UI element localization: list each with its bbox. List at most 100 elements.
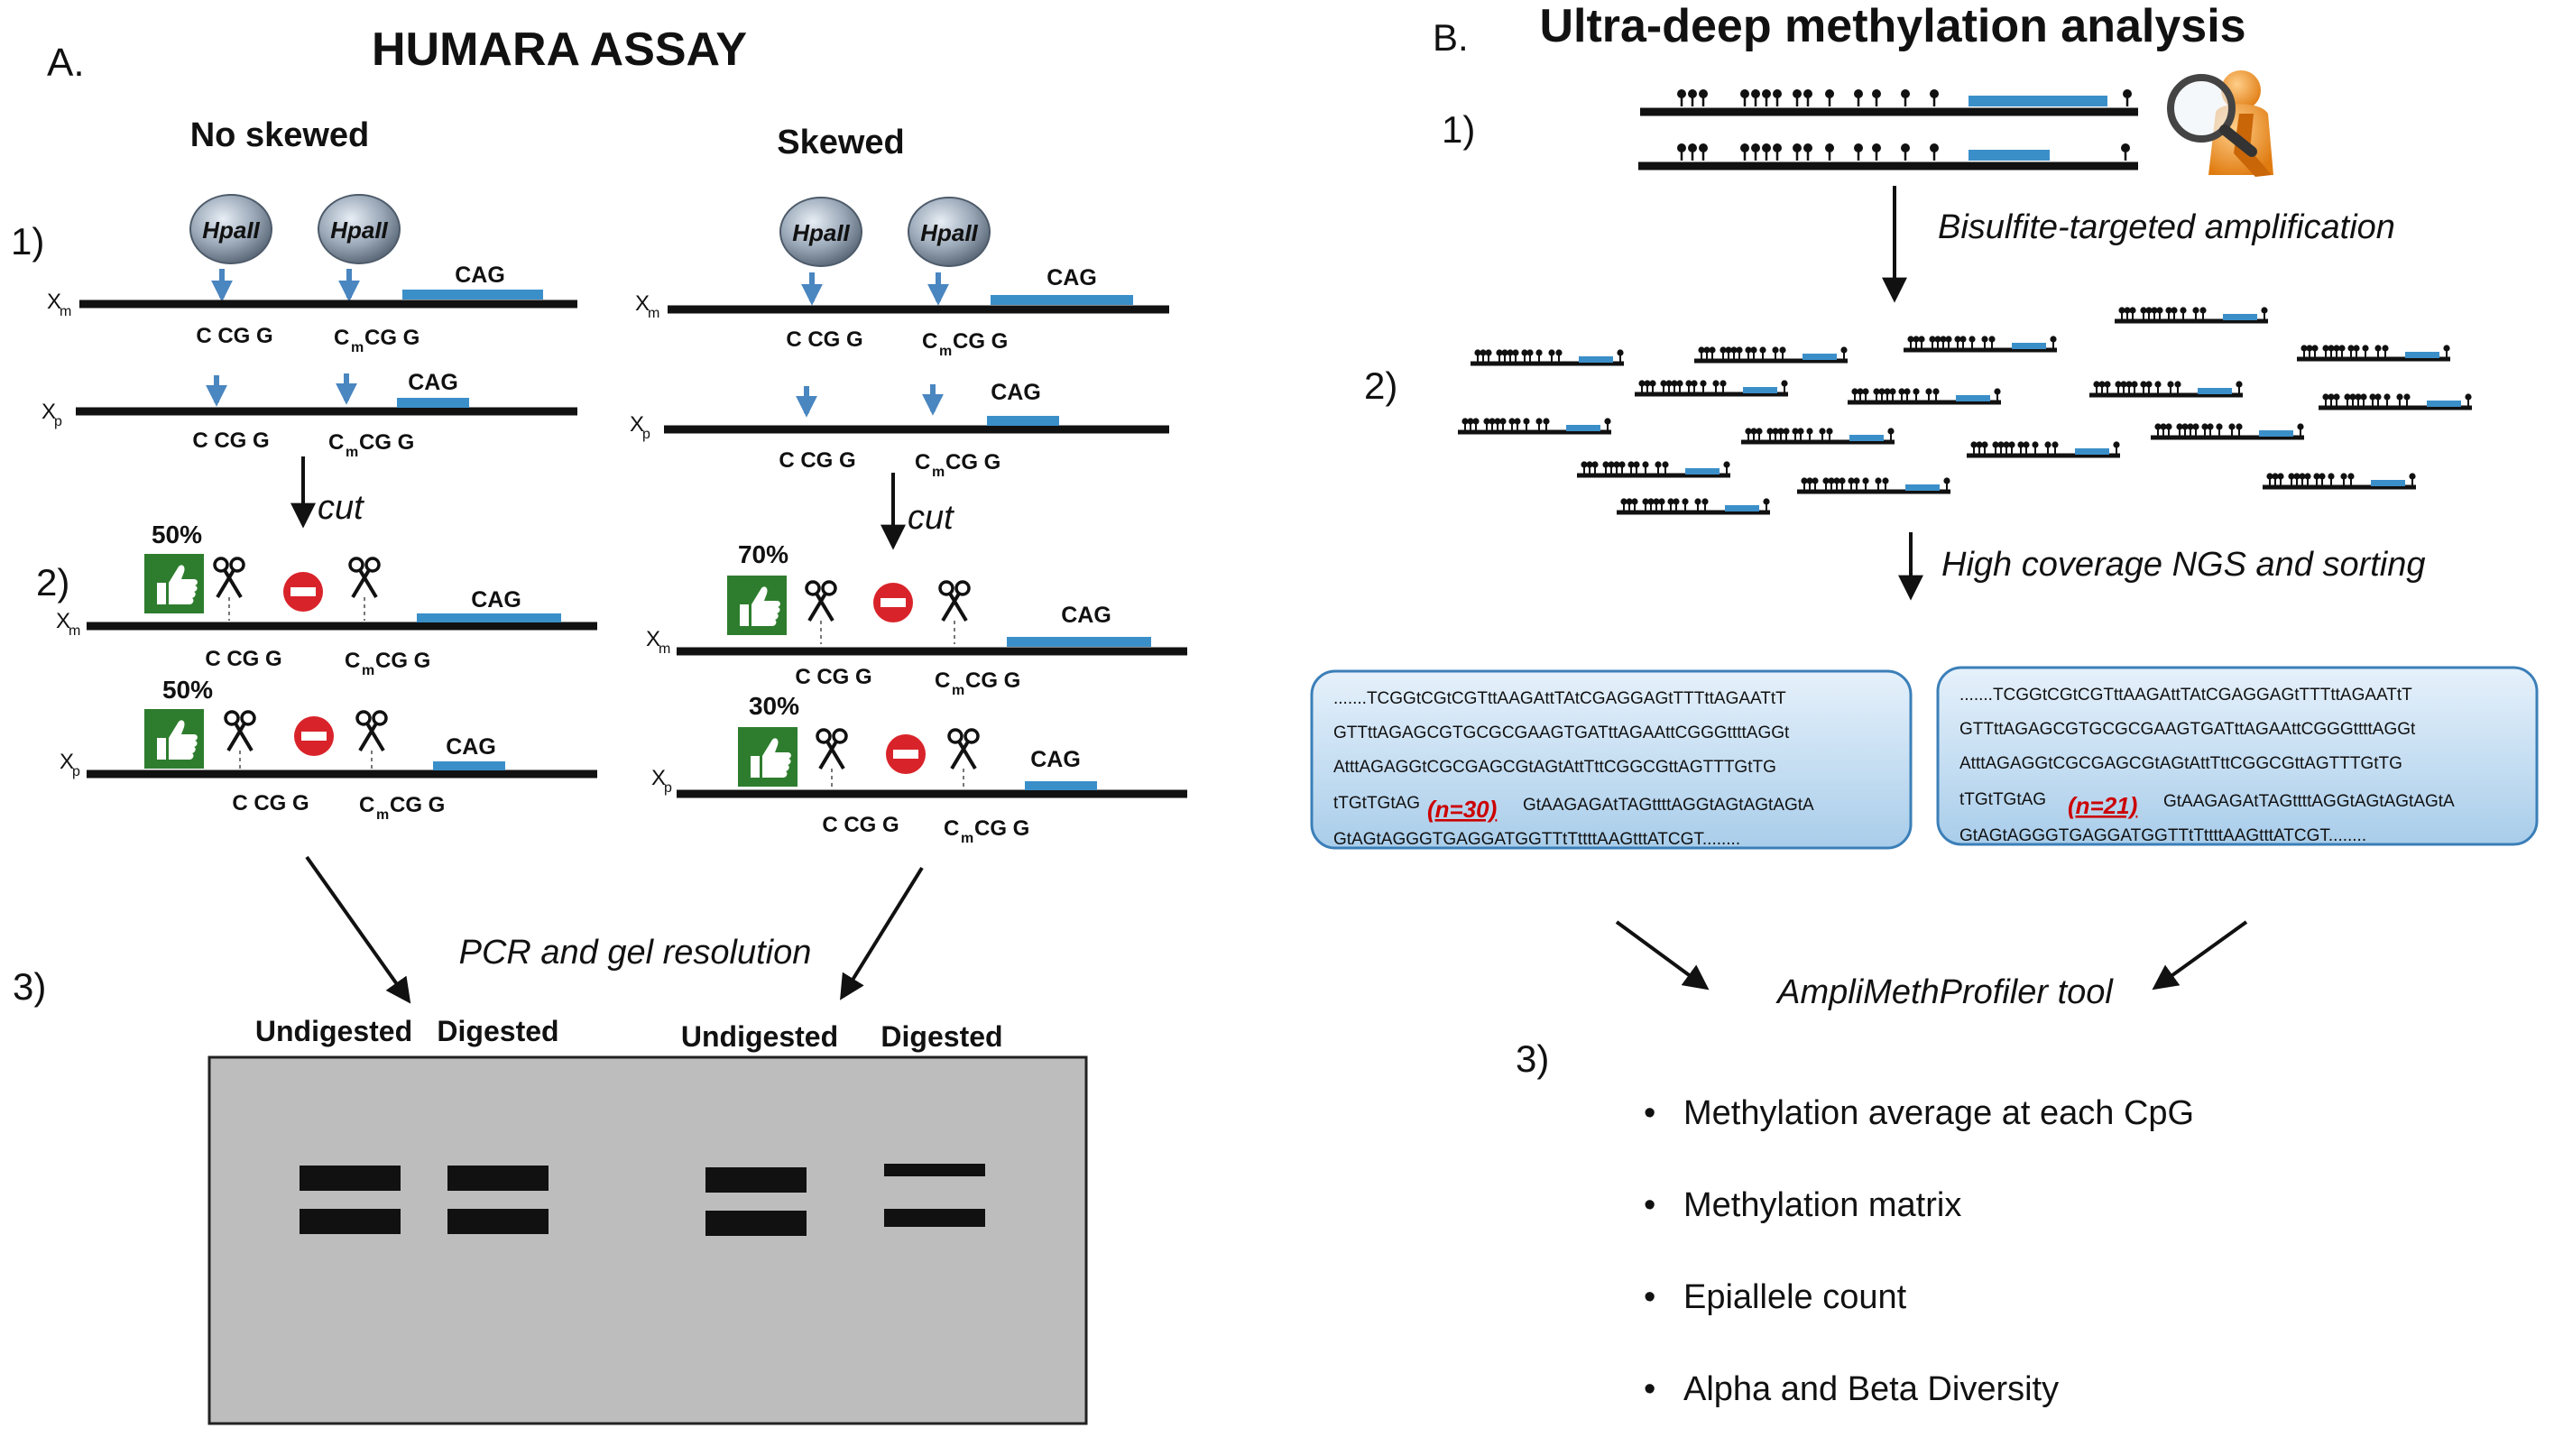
svg-text:m: m [69,623,80,639]
methylated-site-label: C m CG G [922,329,1008,359]
seq-line: AtttAGAGGtCGCGAGCGtAGtAttTttCGGCGttAGTTT… [1333,758,1776,777]
svg-text:CG G: CG G [953,329,1008,354]
step-3-label-b: 3) [1516,1037,1549,1080]
svg-text:m: m [961,831,973,846]
svg-text:m: m [939,344,952,359]
methylated-site-label: C m CG G [359,793,445,823]
methylation-molecule [1640,88,2138,116]
cag-repeat-bar [433,761,505,770]
step-1-label-b: 1) [1442,108,1475,151]
cag-label: CAG [991,380,1041,405]
svg-text:C: C [359,793,374,817]
methylated-site-label: C m CG G [345,649,430,678]
scissors-icon [348,557,381,622]
methylated-site-label: C m CG G [915,450,1000,480]
scissors-icon [224,710,256,776]
panel-a-label: A. [47,41,85,85]
panel-a-title: HUMARA ASSAY [372,23,747,76]
svg-text:p: p [642,427,650,442]
percent-label: 70% [738,540,788,568]
no-entry-icon [873,583,913,622]
cag-repeat-bar [987,416,1059,426]
pcr-gel-label: PCR and gel resolution [459,934,812,972]
gel-band [300,1166,401,1191]
svg-text:X: X [41,400,56,424]
methylated-site-label: C m CG G [328,430,414,460]
svg-text:m: m [376,807,389,823]
step-2-label-a: 2) [36,561,69,604]
bullet: • [1644,1094,1655,1132]
seq-line: tTGtTGtAG [1333,794,1420,813]
methylated-site-label: C m CG G [935,668,1020,698]
bullet: • [1644,1186,1655,1224]
percent-label: 50% [152,521,202,548]
bisulfite-label: Bisulfite-targeted amplification [1938,208,2395,246]
svg-text:C: C [334,326,349,350]
flow-arrow [305,855,411,1004]
cut-label: cut [318,489,364,527]
unmethylated-site-label: C CG G [192,429,269,453]
svg-text:p: p [664,780,672,796]
repeat-count: (n=21) [2068,792,2137,819]
thumbs-up-icon [144,554,204,613]
svg-text:CG G: CG G [945,450,1000,475]
xm-strand: X m CAG [47,263,577,319]
sequencing-reads [1458,307,2472,512]
percent-label: 50% [162,676,213,704]
seq-line: GtAGtAGGGTGAGGATGGTTtTttttAAGtttATCGT...… [1959,826,2366,845]
svg-text:C: C [935,668,950,693]
cag-label: CAG [471,587,521,613]
xp-strand: X p CAG [651,747,1187,798]
panel-b-title: Ultra-deep methylation analysis [1539,0,2245,52]
svg-text:p: p [72,764,80,779]
svg-text:m: m [362,663,374,678]
svg-text:m: m [351,340,364,355]
repeat-count: (n=30) [1427,796,1497,823]
thumbs-up-icon [144,709,204,769]
sequence-text-right: .......TCGGtCGtCGTttAAGAttTAtCGAGGAGtTTT… [1959,686,2455,845]
gel-lane-label: Undigested [255,1015,412,1047]
unmethylated-site-label: C CG G [232,791,309,816]
output-item: Methylation average at each CpG [1683,1094,2194,1132]
bullet: • [1644,1278,1655,1316]
flow-arrow [840,866,924,1000]
svg-text:m: m [648,306,659,321]
cag-label: CAG [455,263,505,288]
svg-text:C: C [328,430,344,455]
magnifier-investigator-icon [2167,70,2273,177]
gel-band [447,1209,549,1234]
hpaii-enzyme: HpaII [189,194,272,264]
svg-text:m: m [60,304,71,319]
scissors-icon [213,557,245,622]
scissors-icon [355,710,388,776]
xm-strand: X m CAG [56,587,597,639]
svg-text:HpaII: HpaII [920,219,978,246]
cag-repeat-bar [417,613,561,622]
gel-band [300,1209,401,1234]
gel-band [705,1211,807,1236]
seq-line: GtAGtAGGGTGAGGATGGTTtTttttAAGtttATCGT...… [1333,830,1740,849]
panel-b-label: B. [1433,16,1469,59]
unmethylated-site-label: C CG G [795,665,871,689]
seq-line: AtttAGAGGtCGCGAGCGtAGtAttTttCGGCGttAGTTT… [1959,754,2402,773]
xm-strand: X m CAG [635,265,1169,321]
svg-text:X: X [651,766,666,790]
seq-line: GTTttAGAGCGTGCGCGAAGTGATttAGAAttCGGGtttt… [1959,720,2416,739]
sequence-text-left: .......TCGGtCGtCGTttAAGAttTAtCGAGGAGtTTT… [1333,689,1814,849]
cag-label: CAG [1030,747,1081,772]
methylated-site-label: C m CG G [334,326,420,355]
svg-text:C: C [922,329,937,354]
seq-line: GtAAGAGAtTAGttttAGGtAGtAGtAGtA [1523,796,1814,815]
thumbs-up-icon [727,576,787,635]
gel-lane-label: Digested [881,1020,1002,1053]
svg-text:X: X [646,627,660,651]
cag-repeat-bar [1025,781,1097,790]
seq-line: GtAAGAGAtTAGttttAGGtAGtAGtAGtA [2163,792,2455,811]
cag-repeat-bar [402,290,543,299]
scissors-icon [947,728,980,794]
output-item: Alpha and Beta Diversity [1683,1370,2059,1408]
svg-text:HpaII: HpaII [202,217,260,244]
unmethylated-site-label: C CG G [196,324,272,348]
gel-band [884,1209,985,1227]
methylation-molecule [1638,142,2138,170]
